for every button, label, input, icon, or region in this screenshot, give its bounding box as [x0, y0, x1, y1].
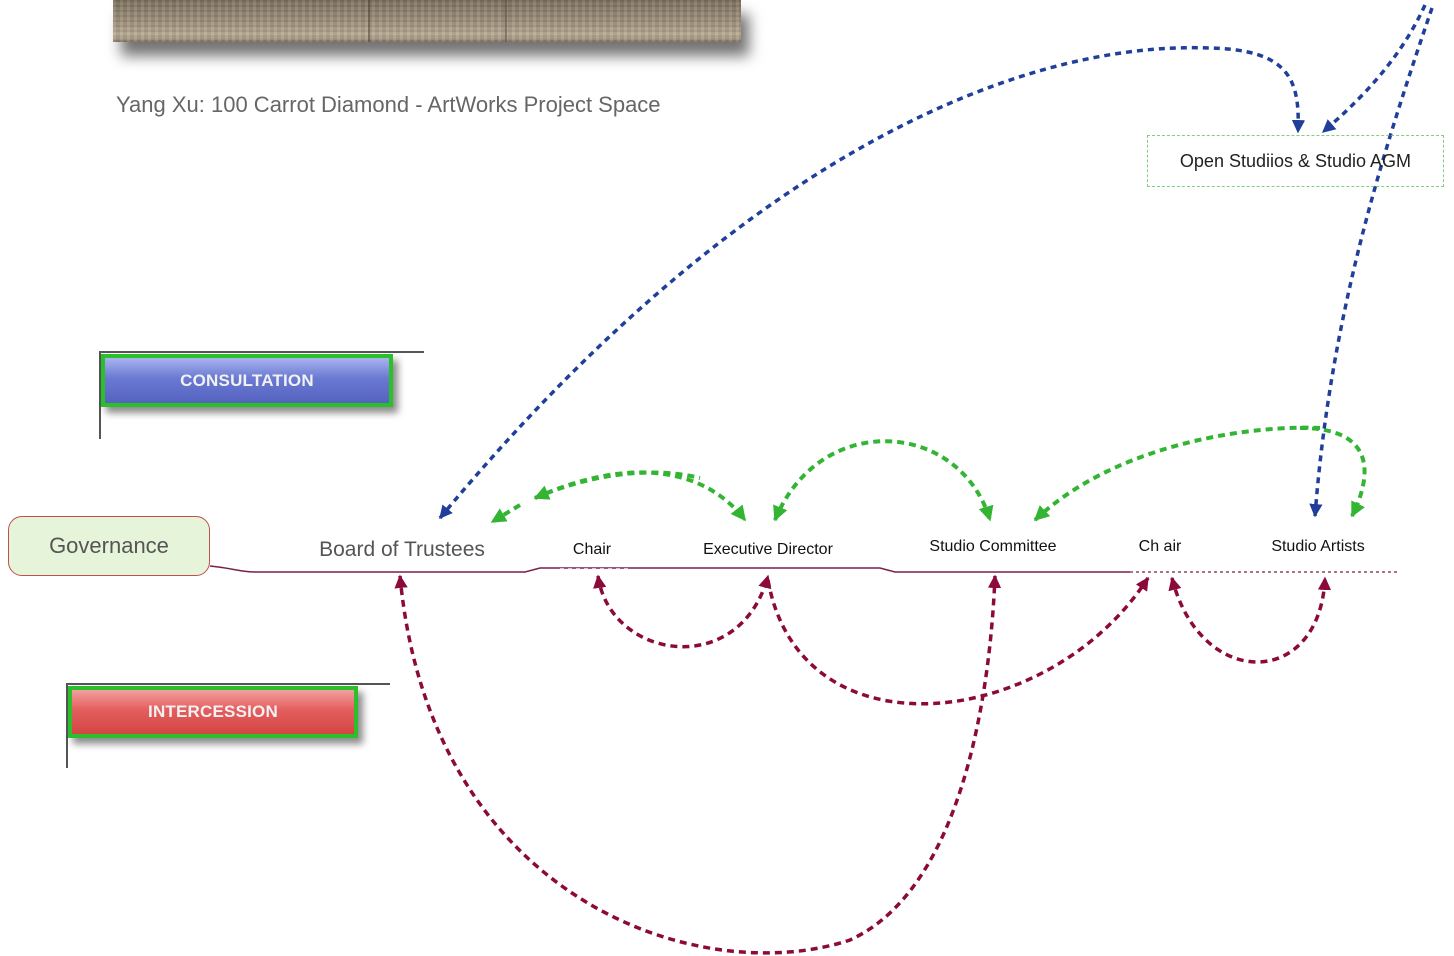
- agm-arrow-artists: [1321, 4, 1427, 134]
- agm-box: Open Studiios & Studio AGM: [1147, 135, 1444, 187]
- consultation-button[interactable]: CONSULTATION: [101, 354, 393, 407]
- intercession-arrow-chair-exec: [593, 574, 772, 649]
- consultation-frame: [99, 351, 424, 439]
- consultation-arrow-board-to-exec: [534, 470, 747, 522]
- agm-arrow-board: [438, 45, 1306, 520]
- governance-line: [209, 565, 1130, 573]
- node-chair-2: Ch air: [1138, 538, 1182, 555]
- node-executive-director: Executive Director: [703, 541, 833, 558]
- node-studio-committee: Studio Committee: [929, 538, 1057, 555]
- photo-image: [113, 0, 741, 42]
- consultation-arrow-board-head: [490, 503, 522, 524]
- governance-label: Governance: [8, 516, 210, 576]
- photo-caption: Yang Xu: 100 Carrot Diamond - ArtWorks P…: [116, 92, 661, 117]
- consultation-arrow-artists-loop: [1299, 426, 1367, 518]
- node-board-of-trustees: Board of Trustees: [319, 538, 485, 561]
- intercession-arrow-board-committee: [394, 574, 1002, 955]
- node-studio-artists: Studio Artists: [1271, 538, 1365, 555]
- agm-arrow-artists-down: [1309, 7, 1434, 518]
- intercession-frame: [66, 683, 390, 768]
- intercession-arrow-exec-chair2: [766, 576, 1150, 706]
- consultation-arrow-exec-committee: [773, 439, 994, 522]
- intercession-arrow-chair2-artists: [1168, 576, 1332, 664]
- node-chair: Chair: [572, 541, 612, 558]
- intercession-button[interactable]: INTERCESSION: [68, 686, 358, 738]
- consultation-arrow-committee-artists: [1033, 425, 1321, 522]
